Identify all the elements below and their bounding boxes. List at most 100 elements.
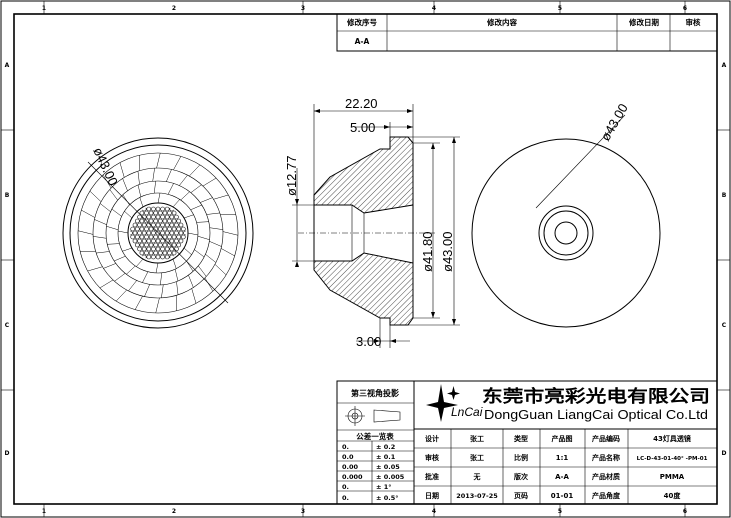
micro-lens: [130, 230, 133, 236]
facet-line: [209, 227, 223, 230]
back-diameter-dimension: ø43.00: [598, 101, 631, 144]
micro-lens: [139, 210, 145, 216]
micro-lens: [164, 222, 170, 228]
micro-lens: [148, 250, 154, 256]
micro-lens: [144, 226, 149, 232]
title-block-label: 比例: [514, 453, 528, 462]
title-block-date: 2013-07-25: [456, 492, 498, 500]
column-label: 4: [432, 508, 436, 515]
micro-lens: [139, 242, 145, 248]
facet-line: [109, 189, 118, 201]
title-block-value: 张工: [470, 453, 484, 462]
facet-line: [137, 184, 142, 197]
facet-line: [136, 258, 144, 267]
tolerance-value: ± 0.1: [376, 453, 396, 461]
facet-line: [209, 241, 222, 247]
micro-lens: [130, 234, 135, 240]
micro-lens: [178, 230, 184, 236]
section-view: 22.20 5.00 ø12.77 ø41.80 ø43.00 3.00: [284, 96, 460, 349]
micro-lens: [160, 254, 165, 260]
micro-lens: [162, 226, 168, 232]
row-label: C: [722, 322, 727, 329]
micro-lens: [171, 210, 177, 216]
product-material: PMMA: [660, 473, 685, 481]
facet-line: [197, 235, 210, 240]
micro-lens: [169, 238, 175, 244]
micro-lens: [148, 234, 154, 240]
micro-lens: [135, 218, 140, 224]
facet-line: [99, 279, 114, 289]
projection-block: 第三视角投影 公差一览表 0. ± 0.2 0.0 ± 0.1 0.00 ± 0…: [336, 380, 415, 505]
tolerance-value: ± 0.005: [376, 473, 405, 481]
micro-lens: [162, 218, 168, 224]
micro-lens: [160, 238, 165, 244]
micro-lens: [181, 226, 186, 232]
micro-lens: [153, 234, 158, 240]
micro-lens: [178, 222, 184, 228]
tolerance-format: 0.000: [342, 473, 363, 481]
micro-lens: [169, 230, 175, 236]
tolerance-format: 0.: [342, 443, 349, 451]
micro-lens: [162, 242, 168, 248]
facet-line: [174, 269, 179, 282]
micro-lens: [181, 234, 186, 240]
title-block-label: 版次: [514, 472, 528, 481]
micro-lens: [158, 234, 163, 240]
micro-lens: [169, 222, 175, 228]
micro-lens: [174, 230, 179, 236]
micro-lens: [162, 210, 168, 216]
facet-line: [152, 168, 155, 182]
company-name-en: DongGuan LiangCai Optical Co.Ltd: [484, 408, 708, 422]
micro-lens: [169, 246, 175, 252]
micro-lens: [167, 250, 172, 256]
micro-lens: [158, 250, 163, 256]
title-block-label: 设计: [425, 434, 439, 443]
overall-length-dimension: 22.20: [345, 96, 378, 111]
title-block-label: 页码: [514, 492, 528, 500]
facet-line: [118, 230, 129, 234]
micro-lens: [132, 230, 138, 236]
micro-lens: [137, 238, 142, 244]
micro-lens: [146, 238, 152, 244]
facet-line: [166, 169, 172, 182]
facet-line: [93, 236, 107, 239]
micro-lens: [153, 218, 158, 224]
title-block-label: 批准: [425, 472, 439, 481]
revision-header: 审核: [686, 17, 701, 27]
micro-lens: [155, 230, 161, 236]
facet-line: [99, 203, 111, 212]
title-block-label: 产品名称: [592, 453, 620, 462]
facet-line: [194, 249, 205, 258]
micro-lens: [162, 250, 168, 256]
facet-line: [221, 248, 235, 257]
facet-line: [176, 281, 179, 295]
column-label: 3: [301, 5, 305, 12]
facet-line: [114, 273, 126, 282]
micro-lens: [151, 214, 156, 220]
product-code: 43灯具透镜: [653, 434, 691, 443]
micro-lens: [164, 206, 170, 212]
facet-line: [183, 214, 194, 219]
micro-lens: [167, 234, 172, 240]
facet-line: [186, 260, 194, 272]
facet-line: [200, 197, 213, 203]
micro-lens: [155, 254, 161, 260]
front-diameter-dimension: ø43.00: [90, 145, 121, 188]
micro-lens: [135, 242, 140, 248]
micro-lens: [139, 226, 145, 232]
facet-line: [190, 184, 202, 193]
title-block-label: 产品编码: [592, 434, 620, 443]
projection-title: 第三视角投影: [351, 388, 399, 398]
title-block-label: 产品角度: [592, 491, 621, 500]
facet-line: [222, 231, 239, 236]
micro-lens: [169, 214, 175, 220]
micro-lens: [137, 222, 142, 228]
micro-lens: [151, 246, 156, 252]
title-block-label: 类型: [514, 434, 528, 443]
title-block-value: 01-01: [551, 492, 574, 500]
facet-line: [119, 162, 125, 178]
micro-lens: [164, 214, 170, 220]
facet-line: [111, 208, 122, 217]
micro-lens: [148, 218, 154, 224]
facet-lines: [77, 152, 239, 314]
